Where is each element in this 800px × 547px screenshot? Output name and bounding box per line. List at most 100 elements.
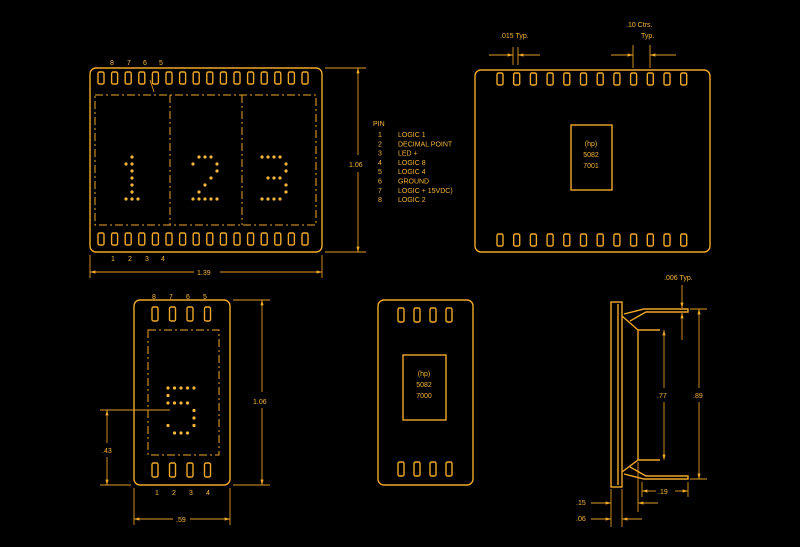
digit-dot-matrices — [124, 155, 288, 201]
led-dot — [197, 197, 201, 201]
led-dot — [278, 176, 282, 180]
pin — [680, 233, 688, 247]
pin — [165, 232, 173, 246]
hp-logo-text: (hp) — [418, 371, 430, 378]
package-outline — [89, 67, 323, 253]
pin — [138, 232, 146, 246]
led-dot — [284, 162, 288, 166]
top-pin-row — [151, 306, 212, 322]
pin-number: 3 — [189, 490, 193, 497]
led-dot — [130, 162, 134, 166]
body-thickness-dimension: .15 — [576, 500, 586, 507]
pin-table-function: LOGIC 1 — [398, 132, 426, 139]
width-dimension: .59 — [176, 517, 186, 524]
pin — [429, 461, 437, 477]
pin — [203, 462, 212, 478]
led-dot — [124, 162, 128, 166]
pin — [287, 71, 296, 85]
pin — [168, 462, 177, 478]
pin — [301, 232, 309, 246]
pin-table-function: GROUND — [398, 179, 429, 186]
pin — [151, 306, 159, 322]
bottom-pin-row — [151, 462, 212, 478]
led-dot — [185, 386, 190, 390]
pin-table-number: 3 — [378, 151, 382, 158]
led-dot — [215, 162, 219, 166]
pin-table-function: LED + — [398, 151, 418, 158]
pin — [192, 232, 200, 246]
pin-table-number: 1 — [378, 132, 382, 139]
bottom-pin-row — [397, 461, 453, 477]
pin-table-function: LOGIC 4 — [398, 169, 426, 176]
pin-number: 1 — [155, 490, 159, 497]
pin-table-function: LOGIC 8 — [398, 160, 426, 167]
led-dot — [209, 155, 213, 159]
pin — [124, 232, 132, 246]
pin — [178, 71, 187, 85]
pin — [274, 71, 282, 85]
pin-number: 2 — [172, 490, 176, 497]
pin — [429, 307, 437, 323]
pin — [97, 232, 105, 246]
led-dot — [278, 155, 282, 159]
led-dot — [272, 176, 276, 180]
led-dot — [130, 155, 134, 159]
led-dot — [192, 416, 196, 420]
led-dot — [284, 190, 288, 194]
pin — [613, 233, 621, 247]
pin — [124, 71, 132, 85]
pin — [680, 72, 688, 86]
pin-width-dimension: .015 Typ. — [500, 33, 529, 40]
top-pin-row — [397, 307, 453, 323]
pin-table-number: 5 — [378, 169, 382, 176]
led-dot — [260, 155, 264, 159]
led-dot — [166, 401, 170, 405]
pin — [110, 71, 119, 85]
pin — [233, 71, 241, 85]
led-dot — [166, 386, 170, 390]
pin — [563, 233, 571, 247]
pin — [513, 233, 521, 247]
led-dot — [172, 431, 177, 435]
part-number-line1: 5082 — [583, 152, 599, 159]
pin — [219, 71, 228, 85]
pin — [445, 307, 453, 323]
led-dot — [191, 162, 195, 166]
led-dot — [172, 386, 177, 390]
pin — [97, 71, 105, 85]
led-dot — [266, 197, 270, 201]
lead-thickness-dimension: .006 Typ. — [664, 275, 693, 282]
pin — [513, 72, 521, 86]
led-dot — [179, 401, 183, 405]
pin-number: 6 — [143, 60, 147, 67]
led-dot — [124, 197, 128, 201]
pin — [613, 72, 621, 86]
led-dot — [284, 183, 288, 187]
bottom-pin-numbers: 1 2 3 4 — [111, 256, 165, 263]
pin-number: 1 — [111, 256, 115, 263]
pin — [165, 71, 173, 85]
pin-spacing-dimension: .10 Ctrs. — [626, 22, 653, 29]
pin — [138, 71, 146, 85]
led-dot — [272, 155, 276, 159]
led-dot — [185, 401, 190, 405]
label-plate — [402, 354, 447, 421]
pin-table-header: PIN — [373, 121, 385, 128]
pin-number: 3 — [145, 256, 149, 263]
width-dimension: 1.39 — [197, 270, 211, 277]
pin — [168, 306, 177, 322]
digit-height-dimension: .43 — [102, 448, 112, 455]
pin — [233, 232, 241, 246]
pin — [151, 232, 160, 246]
pin — [301, 71, 309, 85]
pin-number: 4 — [206, 490, 210, 497]
led-dot — [197, 155, 201, 159]
pin — [629, 72, 638, 86]
pin — [663, 72, 671, 86]
pin — [496, 233, 504, 247]
pin — [274, 232, 282, 246]
led-dot — [185, 431, 190, 435]
led-dot — [130, 197, 134, 201]
height-dimension: 1.06 — [349, 162, 363, 169]
